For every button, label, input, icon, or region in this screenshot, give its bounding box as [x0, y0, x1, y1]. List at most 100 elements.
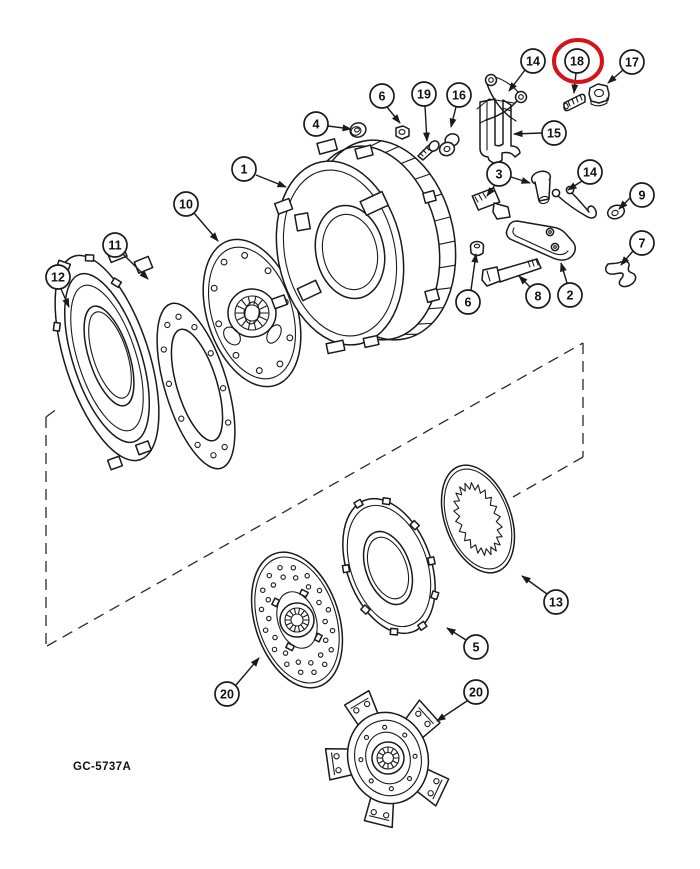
rivet-hole [164, 321, 171, 329]
rivet-hole [321, 661, 328, 668]
part-20-friction-disc [250, 551, 344, 689]
callout-13: 13 [521, 575, 569, 615]
callout-number: 5 [473, 641, 480, 655]
callout-circle [486, 161, 512, 187]
part-3-bolt [471, 187, 511, 220]
callout-20: 20 [436, 679, 489, 722]
callout-3: 3 [486, 161, 531, 197]
callout-6: 6 [455, 253, 481, 315]
callout-number: 15 [547, 127, 561, 141]
part-17-nut [588, 83, 610, 107]
callout-12: 12 [45, 264, 71, 308]
highlight-ring [552, 38, 604, 84]
spline-tooth [237, 316, 245, 321]
spline-tooth [285, 614, 292, 618]
callout-circle [369, 83, 395, 109]
rivet-hole [194, 441, 201, 448]
rivet-hole [266, 572, 273, 579]
pad-edge-line [350, 697, 369, 709]
callout-arrow [486, 184, 496, 197]
rivet-hole [225, 419, 232, 426]
edge-lug [417, 620, 428, 632]
rivet-hole [328, 647, 334, 653]
callout-circle [543, 589, 569, 615]
rivet-hole [402, 732, 408, 738]
rivet-hole [329, 627, 336, 634]
rivet-hole [260, 587, 266, 593]
callout-circle [231, 156, 257, 182]
part-14-release-fork [551, 185, 598, 219]
callout-10: 10 [173, 191, 219, 242]
callout-arrow [60, 288, 70, 308]
callout-number: 11 [108, 239, 121, 253]
callout-number: 18 [570, 55, 584, 69]
part-15-bracket [476, 98, 521, 164]
callout-15: 15 [513, 120, 567, 146]
rivet-hole [160, 346, 167, 353]
part-4-washer [349, 122, 367, 138]
spline-tooth [247, 296, 251, 305]
rivet-hole [412, 753, 418, 759]
rivet-hole [322, 618, 328, 625]
callout-number: 10 [179, 198, 193, 212]
edge-lug [84, 254, 95, 262]
spline-tooth [293, 607, 296, 614]
edge-lug [341, 564, 351, 574]
callout-8: 8 [518, 275, 551, 309]
rivet-hole [322, 637, 329, 644]
housing-rib [414, 173, 431, 180]
spline-tooth [392, 760, 399, 765]
rivet-hole [215, 320, 223, 328]
callout-circle [463, 634, 489, 660]
callout-19: 19 [411, 81, 437, 142]
callout-circle [557, 282, 583, 308]
callout-number: 17 [625, 56, 639, 70]
spline-tooth [247, 321, 251, 330]
callout-arrow [446, 627, 467, 641]
rivet-hole [191, 324, 198, 331]
callout-number: 12 [51, 271, 65, 285]
edge-lug [430, 590, 440, 601]
callout-number: 8 [535, 290, 542, 304]
callout-circle [463, 679, 489, 705]
rivet-hole [221, 443, 228, 451]
edge-lug [389, 627, 399, 636]
housing-rib [435, 287, 452, 291]
pad-edge-line [368, 815, 390, 822]
callout-number: 2 [567, 289, 574, 303]
callout-circle [446, 82, 472, 108]
rivet-hole [363, 734, 370, 741]
callout-arrow [508, 69, 526, 92]
callout-arrow [423, 105, 431, 142]
pad-rivet-hole [433, 778, 440, 785]
callout-arrow [436, 700, 468, 722]
callout-number: 7 [639, 237, 646, 251]
part-18-adjusting-screw [563, 93, 586, 112]
rivet-hole [165, 380, 173, 387]
pad-rivet-hole [335, 767, 342, 774]
callout-arrow [193, 212, 219, 242]
callout-circle [629, 182, 655, 208]
callout-arrow [449, 106, 457, 128]
callout-arrow [470, 253, 479, 291]
housing-rib [438, 240, 456, 245]
edge-lug [381, 496, 392, 506]
callout-2: 2 [557, 262, 583, 308]
callout-arrow [386, 106, 401, 124]
rivet-hole [317, 652, 324, 658]
callout-arrow [560, 262, 568, 284]
callout-circle [564, 48, 590, 74]
rivet-hole [265, 596, 272, 603]
callout-18: 18 [552, 38, 604, 94]
rivet-hole [316, 599, 322, 606]
rivet-hole [276, 360, 284, 368]
housing-rib [400, 157, 416, 165]
spline-tooth [237, 305, 245, 310]
rivet-hole [210, 284, 218, 292]
pad-rivet-hole [363, 700, 371, 708]
callout-arrow [510, 176, 531, 184]
housing-rib [417, 322, 433, 325]
callout-9: 9 [618, 182, 655, 210]
rivet-hole [220, 258, 228, 266]
